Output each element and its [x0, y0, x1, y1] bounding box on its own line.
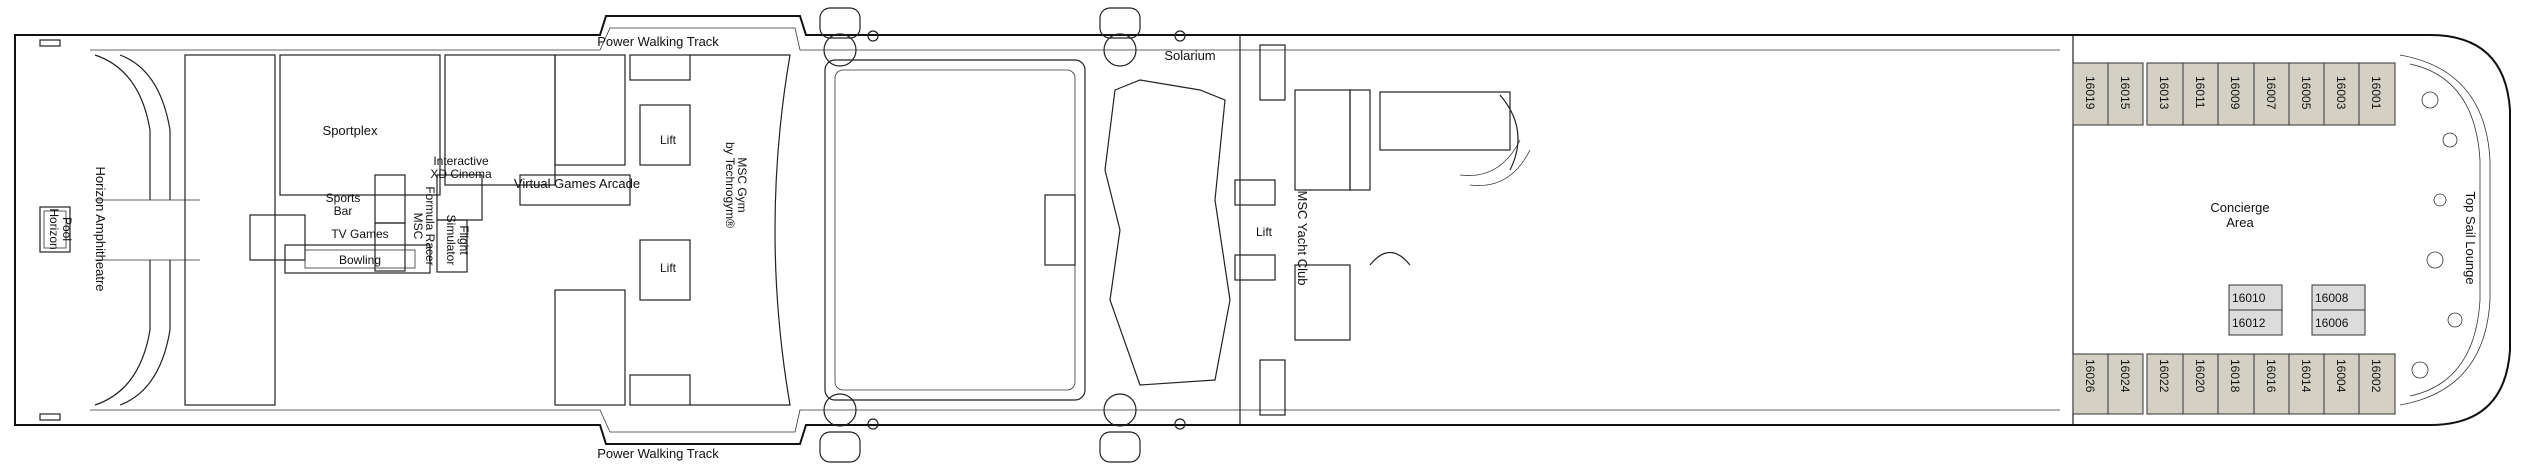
cabin-number: 16024 [2118, 359, 2132, 393]
power-walking-track-bottom-label: Power Walking Track [597, 446, 719, 461]
cabin-number: 16010 [2232, 291, 2266, 305]
cabin-16004[interactable] [2323, 353, 2360, 415]
cabin-number: 16001 [2369, 76, 2383, 110]
cabin-numbers: 16019 16015 16013 16011 16009 16007 1600… [2083, 76, 2383, 393]
cabin-number: 16008 [2315, 291, 2349, 305]
cabin-number: 16014 [2299, 359, 2313, 393]
cabin-number: 16013 [2157, 76, 2171, 110]
cabin-number: 16003 [2334, 76, 2348, 110]
sportplex-label: Sportplex [323, 123, 378, 138]
cabin-number: 16006 [2315, 316, 2349, 330]
bowling-label: Bowling [339, 253, 381, 267]
concierge-area-label-2: Area [2226, 215, 2254, 230]
cabin-number: 16011 [2193, 76, 2207, 109]
cabin-16015[interactable] [2107, 62, 2144, 126]
top-sail-lounge-seating [2399, 54, 2491, 406]
cabin-number: 16012 [2232, 316, 2266, 330]
cabin-16026[interactable] [2072, 353, 2109, 415]
cabin-number: 16015 [2118, 76, 2132, 110]
walking-track [90, 27, 2060, 433]
cabin-16001[interactable] [2358, 62, 2396, 126]
cabin-16024[interactable] [2107, 353, 2144, 415]
virtual-games-arcade-label: Virtual Games Arcade [514, 176, 640, 191]
cabins-top-row [2072, 62, 2396, 126]
cabin-number: 16026 [2083, 359, 2097, 393]
lift-label: Lift [1256, 225, 1273, 239]
cabin-16010[interactable] [2228, 284, 2283, 311]
solarium-label: Solarium [1164, 48, 1215, 63]
lift-label: Lift [660, 133, 677, 147]
cabin-16014[interactable] [2288, 353, 2325, 415]
cabin-number: 16002 [2369, 359, 2383, 393]
cabin-16006[interactable] [2311, 309, 2366, 336]
tv-games-label: TV Games [331, 227, 388, 241]
formula-racer-label-2: Formula Racer [423, 186, 437, 265]
flight-simulator-label: Flight [457, 225, 471, 255]
formula-racer-label: MSC [411, 213, 425, 240]
aft-structures [39, 39, 791, 421]
cabin-number: 16005 [2299, 76, 2313, 110]
cabin-number: 16019 [2083, 76, 2097, 110]
horizon-pool-label: Horizon [47, 208, 61, 249]
cabin-number: 16022 [2157, 359, 2171, 393]
hull-outline [14, 15, 2511, 445]
top-sail-lounge-label: Top Sail Lounge [2463, 191, 2478, 284]
cabin-16016[interactable] [2253, 353, 2290, 415]
cabin-16002[interactable] [2358, 353, 2396, 415]
xd-cinema-label: Interactive [433, 154, 489, 168]
power-walking-track-top-label: Power Walking Track [597, 34, 719, 49]
cabin-number: 16007 [2264, 76, 2278, 110]
cabin-16020[interactable] [2182, 353, 2219, 415]
horizon-amphitheatre-label: Horizon Amphitheatre [93, 166, 108, 291]
cabin-number: 16018 [2228, 359, 2242, 393]
cabins-bottom-row [2072, 353, 2396, 415]
cabin-number: 16016 [2264, 359, 2278, 393]
msc-gym-label-2: by Technogym® [723, 142, 737, 228]
concierge-area-label: Concierge [2210, 200, 2269, 215]
cabin-16008[interactable] [2311, 284, 2366, 311]
cabin-number: 16009 [2228, 76, 2242, 110]
cabin-number: 16004 [2334, 359, 2348, 393]
cabin-number: 16020 [2193, 359, 2207, 393]
lift-label: Lift [660, 261, 677, 275]
cabin-16013[interactable] [2146, 62, 2184, 126]
sports-bar-label: Sports [326, 191, 361, 205]
cabin-16012[interactable] [2228, 309, 2283, 336]
horizon-pool-label-2: Pool [60, 217, 74, 241]
cabin-16019[interactable] [2072, 62, 2109, 126]
cabin-16007[interactable] [2253, 62, 2290, 126]
flight-simulator-label-2: Simulator [444, 215, 458, 266]
msc-gym-label: MSC Gym [735, 157, 749, 212]
pool-area [824, 59, 1231, 401]
xd-cinema-label-2: XD Cinema [430, 167, 492, 181]
msc-yacht-club-label: MSC Yacht Club [1295, 191, 1310, 286]
cabins-inner [2228, 284, 2366, 336]
area-labels: Power Walking Track Power Walking Track … [47, 34, 2478, 461]
cabin-16011[interactable] [2182, 62, 2219, 126]
cabin-16005[interactable] [2288, 62, 2325, 126]
cabin-16003[interactable] [2323, 62, 2360, 126]
sports-bar-label-2: Bar [334, 204, 353, 218]
cabin-16009[interactable] [2217, 62, 2255, 126]
